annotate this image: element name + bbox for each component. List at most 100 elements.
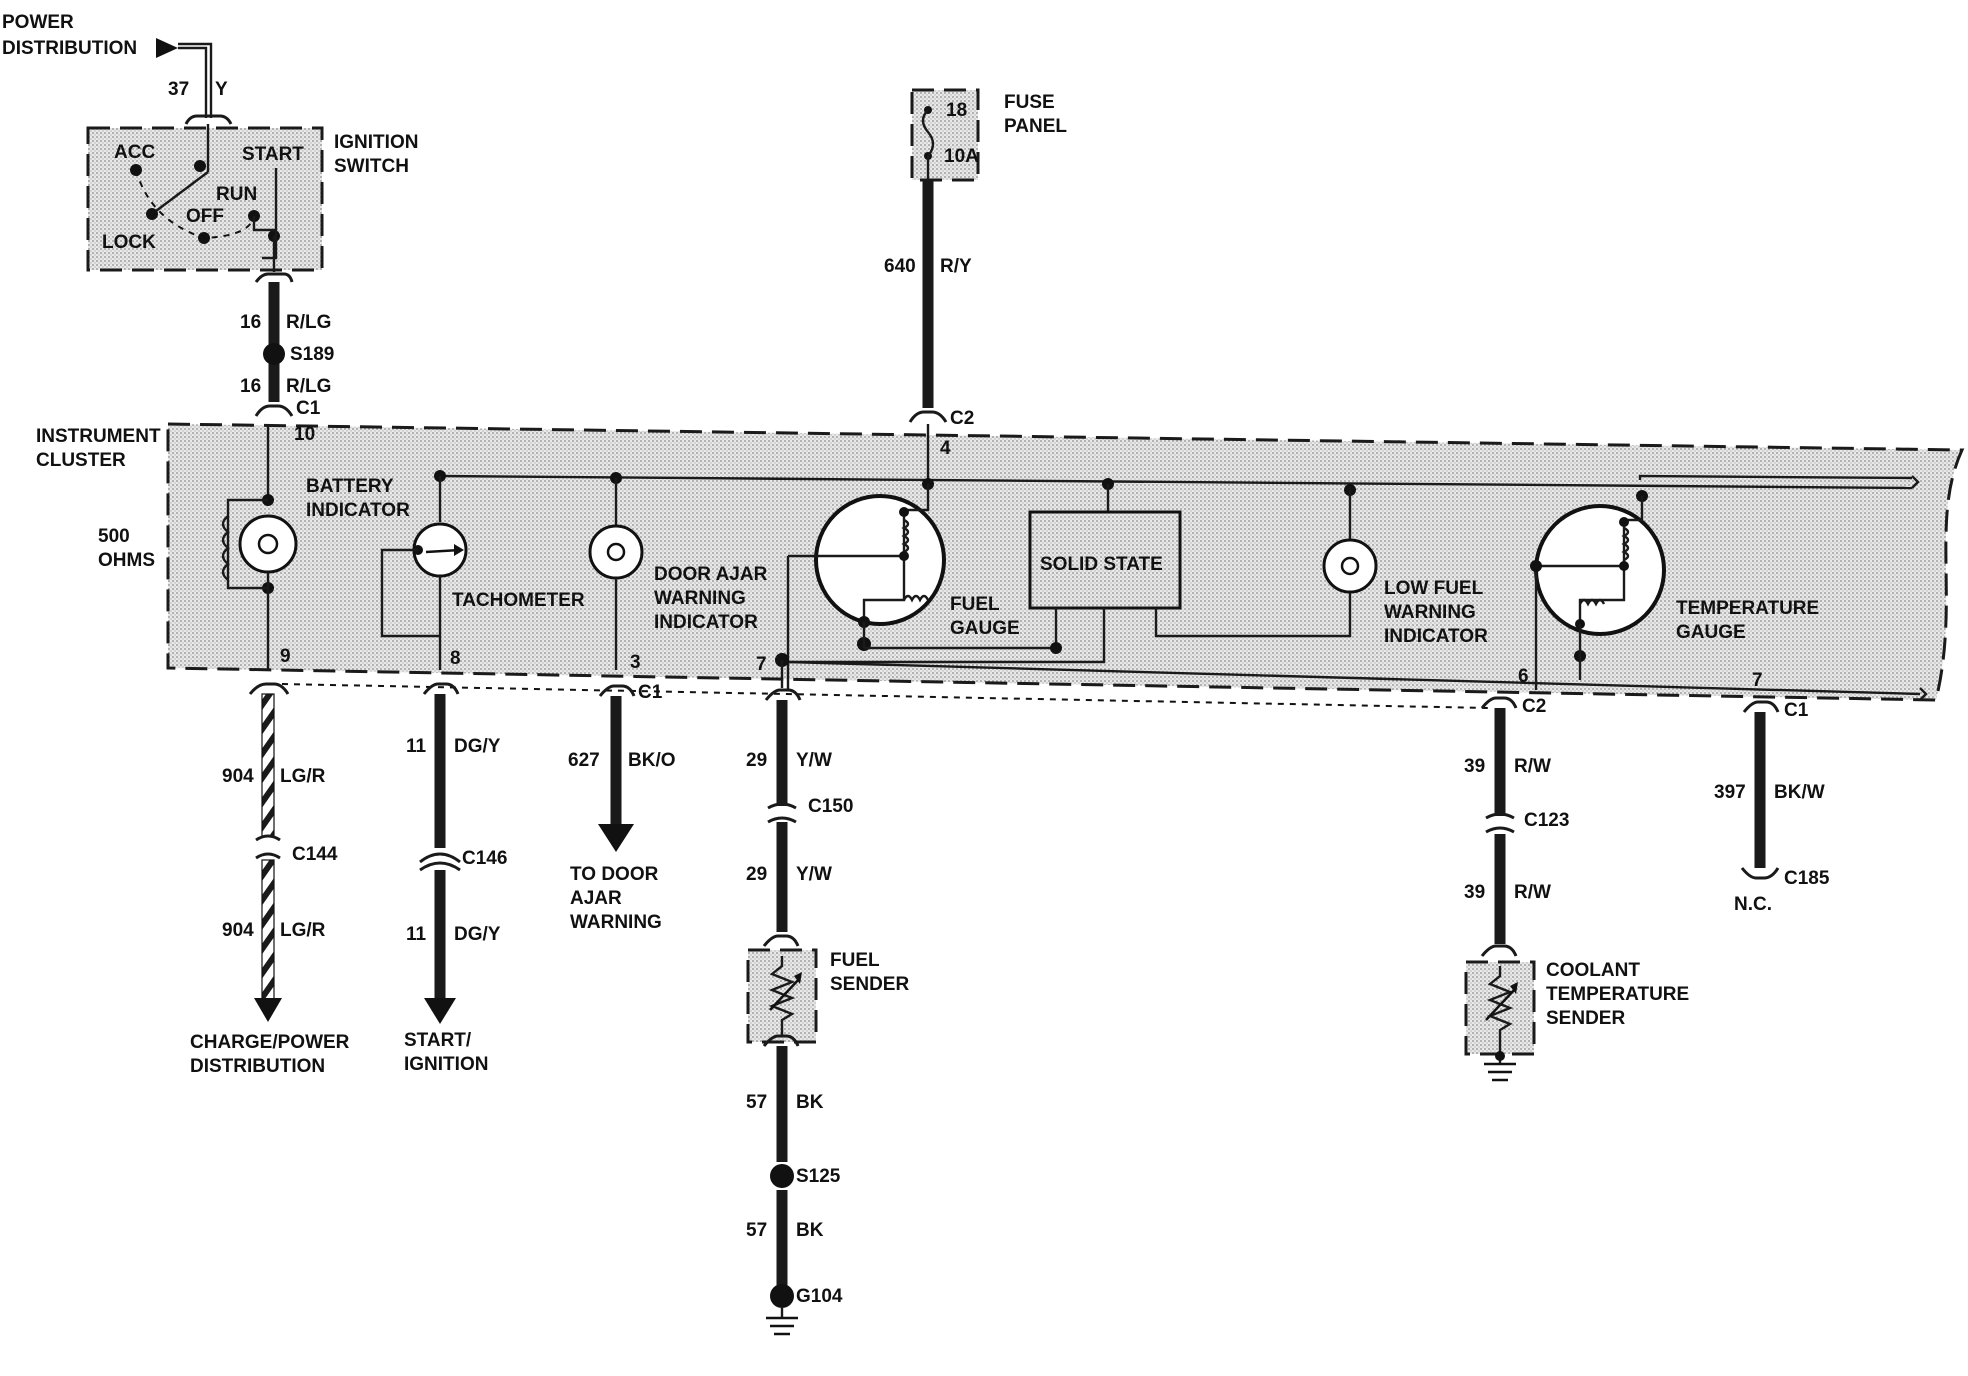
- wire-57a-color: BK: [796, 1092, 824, 1113]
- door-ajar-label-2: WARNING: [654, 588, 746, 609]
- wire-11-dg-y: 11 DG/Y C146 11 DG/Y START/ IGNITION: [404, 682, 507, 1075]
- ground-icon: [1484, 1048, 1516, 1082]
- ignition-switch-label-1: IGNITION: [334, 132, 418, 153]
- connector-c185: C185: [1784, 868, 1830, 889]
- wire-627-color: BK/O: [628, 750, 676, 771]
- coolant-sender-label-3: SENDER: [1546, 1008, 1625, 1029]
- wire-16b-color: R/LG: [286, 376, 331, 397]
- wire-39a-color: R/W: [1514, 756, 1551, 777]
- wire-29b-color: Y/W: [796, 864, 832, 885]
- fuse-rating: 10A: [944, 146, 979, 167]
- wire-11b-number: 11: [406, 924, 427, 945]
- connector-c1-bottom: C1: [638, 682, 663, 703]
- start-label: START: [242, 144, 304, 165]
- instrument-cluster: INSTRUMENT CLUSTER 500 OHMS 10 4 BATTERY…: [36, 422, 1965, 702]
- no-connection-label: N.C.: [1734, 894, 1772, 915]
- wire-640-number: 640: [884, 256, 916, 277]
- wire-904a-color: LG/R: [280, 766, 326, 787]
- wire-16a-color: R/LG: [286, 312, 331, 333]
- temperature-gauge: [1534, 504, 1666, 636]
- wire-397-number: 397: [1714, 782, 1746, 803]
- solid-state-label: SOLID STATE: [1040, 554, 1163, 575]
- power-distribution-label-2: DISTRIBUTION: [2, 38, 137, 59]
- charge-power-label-2: DISTRIBUTION: [190, 1056, 325, 1077]
- connector-c1-top: C1: [296, 398, 321, 419]
- connector-icon: [762, 1034, 800, 1047]
- wire-39b-number: 39: [1464, 882, 1485, 903]
- fuel-sender-label-1: FUEL: [830, 950, 880, 971]
- wire-29b-number: 29: [746, 864, 767, 885]
- fuse-panel: FUSE PANEL 18 10A 640 R/Y C2: [884, 88, 1067, 429]
- connector-c146: C146: [462, 848, 507, 869]
- acc-label: ACC: [114, 142, 155, 163]
- wire-39a-number: 39: [1464, 756, 1485, 777]
- connector-c2-bottom: C2: [1522, 696, 1546, 717]
- door-ajar-label-1: DOOR AJAR: [654, 564, 768, 585]
- pin-6: 6: [1518, 666, 1529, 687]
- wire-11a-number: 11: [406, 736, 427, 757]
- connector-icon: [764, 688, 802, 701]
- wire-11a-color: DG/Y: [454, 736, 501, 757]
- wire-29a-number: 29: [746, 750, 767, 771]
- ground-g104: [770, 1284, 794, 1308]
- wire-39b-color: R/W: [1514, 882, 1551, 903]
- wire-39-r-w: C2 39 R/W C123 39 R/W: [1464, 696, 1569, 957]
- battery-indicator-label-2: INDICATOR: [306, 500, 410, 521]
- connector-c144: C144: [292, 844, 338, 865]
- connector-icon: [248, 682, 290, 695]
- connector-icon: [254, 272, 294, 283]
- connector-c2-top: C2: [950, 408, 974, 429]
- solid-state-module: [1028, 510, 1182, 610]
- wire-37-number: 37: [168, 79, 189, 100]
- wire-29a-color: Y/W: [796, 750, 832, 771]
- wire-397-color: BK/W: [1774, 782, 1825, 803]
- wire-57-bk: 57 BK S125 57 BK G104: [746, 1046, 843, 1336]
- connector-icon: [1740, 867, 1780, 880]
- wire-904b-color: LG/R: [280, 920, 326, 941]
- wire-16-r-lg: 16 R/LG S189 16 R/LG C1: [240, 282, 334, 419]
- wire-904b-number: 904: [222, 920, 254, 941]
- wire-11b-color: DG/Y: [454, 924, 501, 945]
- splice-s125-label: S125: [796, 1166, 841, 1187]
- wire-16a-number: 16: [240, 312, 261, 333]
- wire-640-color: R/Y: [940, 256, 972, 277]
- to-door-ajar-label-3: WARNING: [570, 912, 662, 933]
- fuel-gauge: [814, 494, 946, 626]
- wire-627-number: 627: [568, 750, 600, 771]
- fuse-icon: [921, 109, 935, 157]
- connector-icon: [1480, 696, 1518, 709]
- pin-8: 8: [450, 648, 461, 669]
- arrow-down-icon: [424, 998, 456, 1024]
- power-distribution-source: POWER DISTRIBUTION 37 Y: [2, 12, 233, 125]
- fuel-sender: FUEL SENDER: [746, 948, 909, 1047]
- fuse-panel-label-1: FUSE: [1004, 92, 1055, 113]
- wire-57a-number: 57: [746, 1092, 767, 1113]
- connector-c146-icon: [419, 852, 461, 872]
- connector-c123: C123: [1524, 810, 1569, 831]
- splice-s189-label: S189: [290, 344, 334, 365]
- door-ajar-label-3: INDICATOR: [654, 612, 758, 633]
- pin-4: 4: [940, 438, 951, 459]
- connector-icon: [598, 684, 636, 697]
- fuse-number: 18: [946, 100, 967, 121]
- wire-37-color: Y: [215, 79, 228, 100]
- coolant-sender-label-2: TEMPERATURE: [1546, 984, 1689, 1005]
- wire-627-bk-o: C1 627 BK/O TO DOOR AJAR WARNING: [568, 682, 676, 933]
- low-fuel-label-1: LOW FUEL: [1384, 578, 1484, 599]
- fuse-panel-box: [910, 88, 980, 182]
- ohms-label-2: OHMS: [98, 550, 155, 571]
- wire-904-lg-r: 904 LG/R C144 904 LG/R CHARGE/POWER DIST…: [190, 682, 350, 1077]
- arrow-down-icon: [598, 824, 634, 852]
- to-door-ajar-label-2: AJAR: [570, 888, 622, 909]
- temperature-gauge-label-1: TEMPERATURE: [1676, 598, 1819, 619]
- pin-9: 9: [280, 646, 291, 667]
- pin-7a: 7: [756, 654, 767, 675]
- wire-57b-color: BK: [796, 1220, 824, 1241]
- start-ignition-label-2: IGNITION: [404, 1054, 488, 1075]
- power-distribution-label-1: POWER: [2, 12, 74, 33]
- connector-c150-icon: [767, 802, 797, 824]
- wire-16b-number: 16: [240, 376, 261, 397]
- start-ignition-label-1: START/: [404, 1030, 472, 1051]
- to-door-ajar-label-1: TO DOOR: [570, 864, 659, 885]
